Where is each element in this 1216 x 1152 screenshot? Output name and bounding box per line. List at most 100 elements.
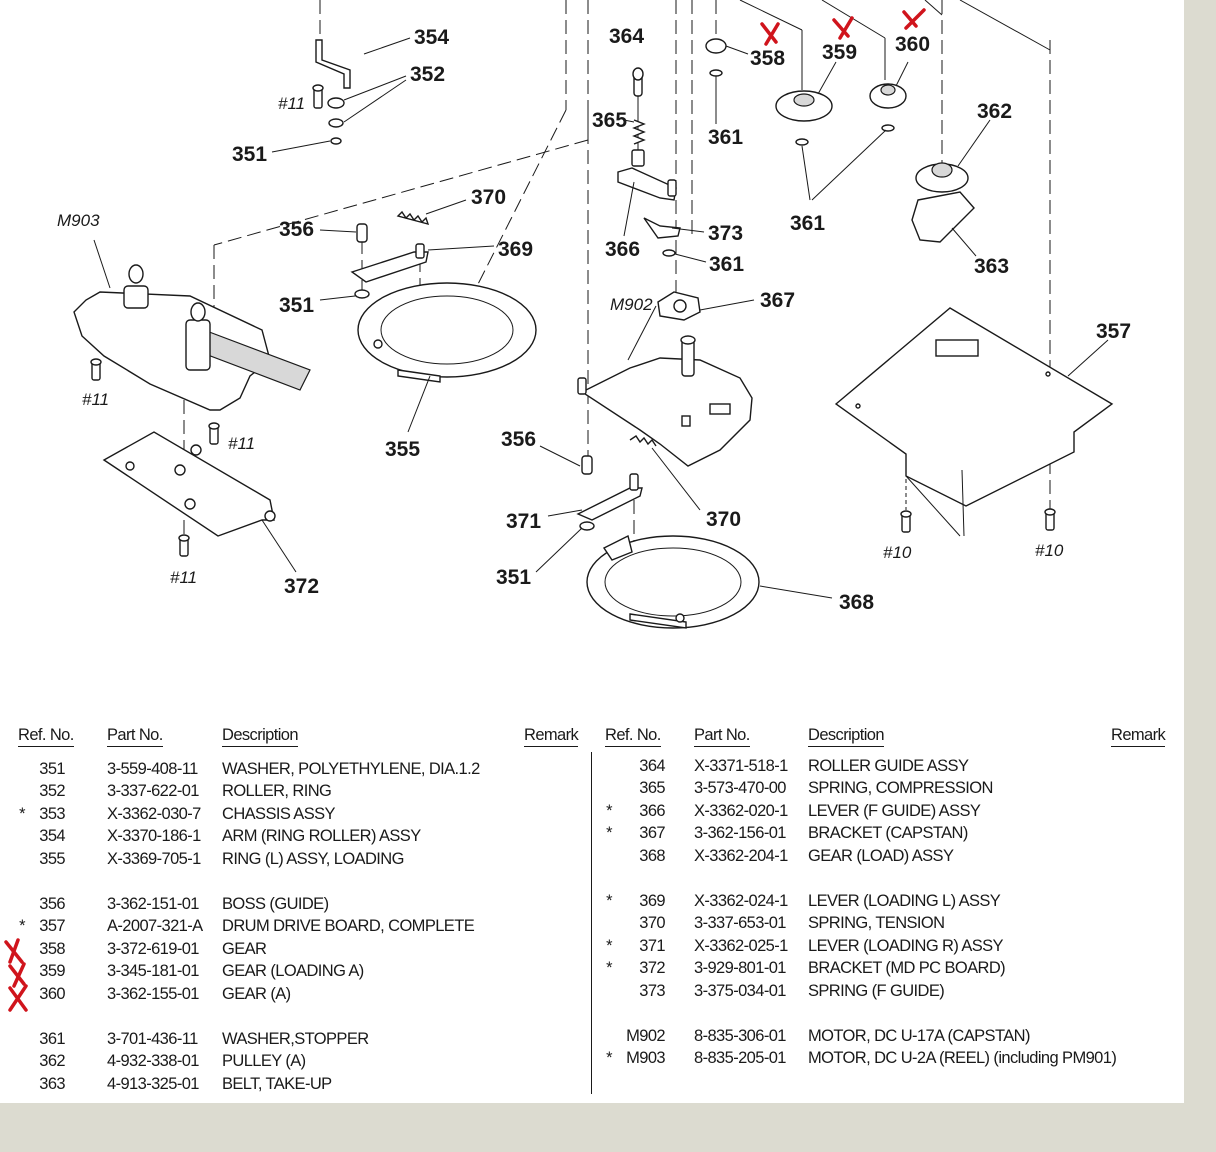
ref-no: 369: [639, 892, 665, 910]
callout-373: 373: [708, 222, 743, 245]
ref-no: M903: [626, 1049, 665, 1067]
callout-366: 366: [605, 238, 640, 261]
ref-no: 366: [639, 802, 665, 820]
part-no: 3-701-436-11: [107, 1030, 198, 1048]
part-no: 3-573-470-00: [694, 779, 786, 797]
description: ROLLER GUIDE ASSY: [808, 757, 969, 775]
parts-table-right: Ref. No. Part No. Description Remark 364…: [592, 726, 1184, 1106]
red-x-marks-table: [4, 938, 28, 1012]
callout-367: 367: [760, 289, 795, 312]
description: LEVER (F GUIDE) ASSY: [808, 802, 981, 820]
callout-364: 364: [609, 25, 644, 48]
callout-357: 357: [1096, 320, 1131, 343]
part-no: 3-337-622-01: [107, 782, 199, 800]
description: ARM (RING ROLLER) ASSY: [222, 827, 421, 845]
description: WASHER, POLYETHYLENE, DIA.1.2: [222, 760, 480, 778]
part-no: 3-345-181-01: [107, 962, 199, 980]
part-no: 3-362-155-01: [107, 985, 199, 1003]
callout-361: 361: [790, 212, 825, 235]
star-mark: *: [19, 917, 25, 935]
parts-table-left: Ref. No. Part No. Description Remark 351…: [0, 726, 590, 1106]
description: BRACKET (CAPSTAN): [808, 824, 968, 842]
description: BRACKET (MD PC BOARD): [808, 959, 1006, 977]
red-x-mark-360: [902, 8, 926, 30]
part-no: X-3370-186-1: [107, 827, 201, 845]
star-mark: *: [606, 937, 612, 955]
description: ROLLER, RING: [222, 782, 332, 800]
ref-no: 365: [639, 779, 665, 797]
callout-355: 355: [385, 438, 420, 461]
callout-359: 359: [822, 41, 857, 64]
callout-370: 370: [471, 186, 506, 209]
header-description: Description: [808, 726, 885, 747]
label-screw-11: #11: [278, 94, 305, 113]
part-no: 3-362-156-01: [694, 824, 786, 842]
part-no: A-2007-321-A: [107, 917, 203, 935]
ref-no: 355: [39, 850, 65, 868]
header-remark: Remark: [1111, 726, 1166, 747]
ref-no: 352: [39, 782, 65, 800]
ref-no: 363: [39, 1075, 65, 1093]
part-no: X-3362-030-7: [107, 805, 201, 823]
description: GEAR (LOADING A): [222, 962, 364, 980]
ref-no: 373: [639, 982, 665, 1000]
star-mark: *: [606, 892, 612, 910]
header-description: Description: [222, 726, 299, 747]
callout-351: 351: [279, 294, 314, 317]
description: LEVER (LOADING R) ASSY: [808, 937, 1004, 955]
description: SPRING, TENSION: [808, 914, 945, 932]
part-no: 4-913-325-01: [107, 1075, 199, 1093]
part-no: X-3362-024-1: [694, 892, 788, 910]
description: PULLEY (A): [222, 1052, 306, 1070]
ref-no: 361: [39, 1030, 65, 1048]
header-part-no: Part No.: [694, 726, 750, 747]
part-no: 8-835-205-01: [694, 1049, 786, 1067]
part-no: 3-372-619-01: [107, 940, 199, 958]
part-no: 3-559-408-11: [107, 760, 198, 778]
part-no: 3-337-653-01: [694, 914, 786, 932]
description: MOTOR, DC U-2A (REEL) (including PM901): [808, 1049, 1117, 1067]
description: SPRING, COMPRESSION: [808, 779, 993, 797]
ref-no: 357: [39, 917, 65, 935]
part-no: 3-375-034-01: [694, 982, 786, 1000]
description: LEVER (LOADING L) ASSY: [808, 892, 1001, 910]
part-no: 8-835-306-01: [694, 1027, 786, 1045]
label-screw-11: #11: [228, 434, 255, 453]
header-ref-no: Ref. No.: [18, 726, 74, 747]
ref-no: 360: [39, 985, 65, 1003]
callout-351: 351: [232, 143, 267, 166]
ref-no: 359: [39, 962, 65, 980]
ref-no: M902: [626, 1027, 665, 1045]
description: GEAR (LOAD) ASSY: [808, 847, 954, 865]
ref-no: 358: [39, 940, 65, 958]
part-no: 4-932-338-01: [107, 1052, 199, 1070]
callout-354: 354: [414, 26, 449, 49]
callout-356: 356: [279, 218, 314, 241]
red-x-mark-358: [760, 22, 780, 46]
star-mark: *: [606, 1049, 612, 1067]
description: MOTOR, DC U-17A (CAPSTAN): [808, 1027, 1030, 1045]
part-no: 3-929-801-01: [694, 959, 786, 977]
ref-no: 351: [39, 760, 65, 778]
ref-no: 354: [39, 827, 65, 845]
callout-372: 372: [284, 575, 319, 598]
callout-356: 356: [501, 428, 536, 451]
callout-371: 371: [506, 510, 541, 533]
label-screw-10: #10: [1035, 541, 1064, 560]
exploded-view-diagram: 354 352 351 356 370 369 351 355 364 365 …: [57, 0, 1131, 629]
part-no: X-3371-518-1: [694, 757, 788, 775]
star-mark: *: [606, 959, 612, 977]
column-divider: [591, 752, 592, 1094]
ref-no: 368: [639, 847, 665, 865]
label-m903: M903: [57, 211, 100, 230]
callout-365: 365: [592, 109, 627, 132]
callout-360: 360: [895, 33, 930, 56]
description: SPRING (F GUIDE): [808, 982, 945, 1000]
callout-363: 363: [974, 255, 1009, 278]
header-part-no: Part No.: [107, 726, 163, 747]
description: WASHER,STOPPER: [222, 1030, 369, 1048]
ref-no: 364: [639, 757, 665, 775]
ref-no: 371: [639, 937, 665, 955]
callout-368: 368: [839, 591, 874, 614]
star-mark: *: [606, 802, 612, 820]
